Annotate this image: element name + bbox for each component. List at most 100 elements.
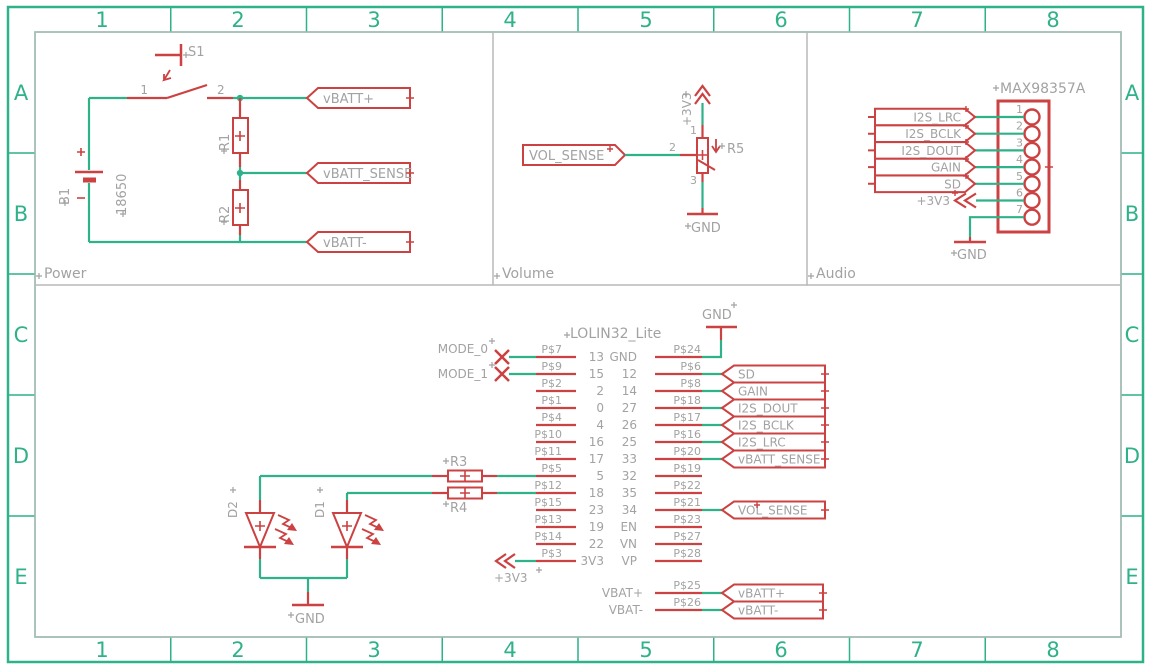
- component-plus-marks: [235, 131, 708, 531]
- frame-outer-border: [6, 5, 1145, 664]
- no-connect-x-icon: [494, 349, 510, 365]
- pin-name: P$25: [673, 579, 701, 592]
- pin-number: 5: [1016, 170, 1023, 183]
- mcu-title: LOLIN32_Lite: [570, 326, 661, 342]
- pot-refdes: R5: [727, 142, 744, 157]
- frame-col-label: 6: [774, 638, 787, 662]
- frame-col-label: 7: [910, 8, 923, 32]
- mcu-gpio-label: 22: [589, 537, 604, 551]
- frame-col-label: 5: [639, 638, 652, 662]
- mcu-gpio-label: EN: [620, 520, 637, 534]
- net-flag-i2s-bclk: [874, 124, 977, 143]
- net-label: GAIN: [931, 161, 961, 175]
- net-label: vBATT_SENSE: [323, 167, 412, 182]
- frame-row-label: C: [14, 323, 29, 347]
- mode1-label: MODE_1: [438, 367, 488, 381]
- pin-number: 6: [1016, 187, 1023, 200]
- pin-name: P$5: [541, 462, 562, 475]
- supply-3v3-arrow-icon: [694, 84, 711, 105]
- frame-col-label: 3: [367, 638, 380, 662]
- mcu-gpio-label: 0: [596, 401, 604, 415]
- supply-3v3-arrow-icon: [494, 553, 516, 569]
- battery-value: 18650: [115, 174, 130, 215]
- net-label: SD: [944, 177, 961, 191]
- power-wires: [87, 96, 307, 244]
- gnd-label: GND: [702, 308, 732, 323]
- frame-row-label: A: [14, 81, 29, 105]
- mcu-gpio-label: 35: [622, 486, 637, 500]
- volume-section-label: Volume: [502, 266, 554, 282]
- pin-name: P$23: [673, 513, 701, 526]
- resistor-r3-refdes: R3: [450, 455, 467, 470]
- frame-row-label: C: [1125, 323, 1140, 347]
- resistor-r2-refdes: R2: [218, 206, 233, 223]
- volume-section: VOL_SENSE R5 1 2 3 +3V3 GND: [522, 84, 744, 236]
- frame-col-label: 7: [910, 638, 923, 662]
- net-label: SD: [738, 368, 755, 382]
- pin-name: P$9: [541, 360, 562, 373]
- pin-name: P$4: [541, 411, 562, 424]
- mcu-vbat-plus-label: VBAT+: [602, 586, 643, 600]
- audio-section-label: Audio: [816, 266, 856, 282]
- section-labels: Power Volume Audio: [44, 266, 856, 282]
- pin-name: P$3: [541, 547, 562, 560]
- mcu-gpio-label: 32: [622, 469, 637, 483]
- pin-name: P$19: [673, 462, 701, 475]
- mcu-right-pin-lines: [655, 355, 702, 612]
- net-label: vBATT+: [738, 587, 785, 601]
- battery-plus-sign: [77, 148, 85, 156]
- net-flag-i2s-lrc: [874, 107, 977, 127]
- mcu-gpio-label: 19: [589, 520, 604, 534]
- red-origin-crosses: [406, 94, 1053, 614]
- supply-3v3-label: +3V3: [916, 194, 950, 208]
- frame-col-label: 1: [95, 8, 108, 32]
- led-d1-refdes: D1: [313, 501, 327, 518]
- net-label: VOL_SENSE: [529, 149, 604, 164]
- net-label: I2S_LRC: [913, 111, 961, 125]
- supply-3v3-arrow-icon: [952, 192, 977, 209]
- pin-name: P$10: [534, 428, 562, 441]
- frame-row-label: E: [14, 565, 27, 589]
- pin-number: 7: [1016, 203, 1023, 216]
- mcu-gpio-label: 4: [596, 418, 604, 432]
- frame-col-label: 6: [774, 8, 787, 32]
- no-connect-x-icon: [494, 366, 510, 382]
- pin-name: P$8: [680, 377, 701, 390]
- led-d2-refdes: D2: [226, 501, 240, 518]
- mcu-gpio-label: 12: [622, 367, 637, 381]
- supply-3v3-label: +3V3: [494, 571, 528, 585]
- mcu-gpio-label: 27: [622, 401, 637, 415]
- mcu-gpio-label: GND: [609, 350, 637, 364]
- net-label: I2S_DOUT: [738, 402, 798, 416]
- pin-name: P$21: [673, 496, 701, 509]
- switch-symbol: [127, 44, 233, 100]
- power-section-box: [34, 31, 494, 286]
- net-label: vBATT-: [323, 236, 367, 251]
- frame-row-label: D: [13, 444, 29, 468]
- mcu-vbat-minus-label: VBAT-: [609, 603, 643, 617]
- mcu-gpio-label: 13: [589, 350, 604, 364]
- mcu-gpio-label: 5: [596, 469, 604, 483]
- potentiometer-symbol: [680, 125, 721, 182]
- junction-dot: [236, 169, 244, 177]
- pin-number: 3: [1016, 136, 1023, 149]
- resistor-r1-refdes: R1: [218, 134, 233, 151]
- net-label: GAIN: [738, 385, 768, 399]
- pot-pin3-label: 3: [690, 174, 697, 187]
- audio-wires: [968, 115, 1024, 237]
- frame-col-label: 3: [367, 8, 380, 32]
- mcu-gpio-label: 2: [596, 384, 604, 398]
- net-label: I2S_LRC: [738, 436, 786, 450]
- mcu-gpio-label: VN: [620, 537, 637, 551]
- switch-actuator-icon: [162, 69, 172, 82]
- mcu-gpio-label: 15: [589, 367, 604, 381]
- frame-col-label: 8: [1046, 638, 1059, 662]
- connector-title: MAX98357A: [1000, 81, 1086, 97]
- net-label: vBATT_SENSE: [738, 453, 820, 467]
- frame-col-label: 8: [1046, 8, 1059, 32]
- connector-pin-numbers: 1 2 3 4 5 6 7: [1016, 103, 1023, 216]
- net-flag-vol-sense: [522, 144, 627, 166]
- pin-name: P$20: [673, 445, 701, 458]
